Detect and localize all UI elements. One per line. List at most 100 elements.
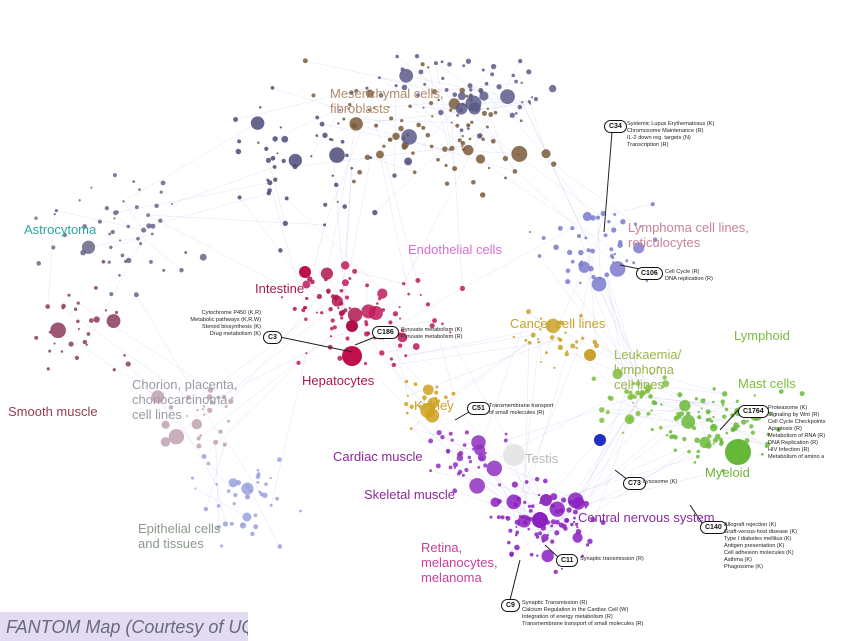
network-node xyxy=(399,68,414,83)
network-node xyxy=(538,531,543,536)
network-edge xyxy=(270,353,307,506)
callout-line: Metabolism of RNA (R) xyxy=(768,433,826,439)
network-node xyxy=(550,519,556,525)
callout-line: Graft-versus-host disease (K) xyxy=(724,529,798,535)
network-node xyxy=(550,539,555,544)
network-node xyxy=(613,252,617,256)
network-node xyxy=(498,483,502,487)
network-node xyxy=(578,249,584,256)
network-node xyxy=(464,430,469,435)
cluster-label-leukaemia: Leukaemia/ lymphoma cell lines xyxy=(614,347,682,392)
network-node xyxy=(581,554,584,558)
network-node xyxy=(658,425,663,430)
network-node xyxy=(732,425,739,431)
network-edge xyxy=(148,193,269,227)
network-node xyxy=(524,480,529,484)
network-edge xyxy=(406,75,508,97)
network-node xyxy=(609,261,626,277)
network-edge xyxy=(435,63,455,169)
network-node xyxy=(399,317,402,320)
network-node xyxy=(524,338,528,342)
network-node xyxy=(528,230,532,234)
network-node xyxy=(624,414,635,425)
network-node xyxy=(557,225,563,231)
network-node xyxy=(584,506,587,509)
network-node xyxy=(475,154,486,164)
network-node xyxy=(640,389,645,395)
network-node xyxy=(444,163,448,167)
network-node xyxy=(212,401,216,405)
network-node xyxy=(505,516,509,519)
cluster-label-epithelial: Epithelial cells and tissues xyxy=(138,521,221,551)
network-node xyxy=(471,179,476,185)
network-node xyxy=(574,340,579,344)
network-edge xyxy=(698,411,769,435)
network-edge xyxy=(393,339,561,366)
network-node xyxy=(441,76,445,80)
network-node xyxy=(519,119,523,123)
network-node xyxy=(575,522,579,526)
network-node xyxy=(523,520,528,525)
network-node xyxy=(60,350,64,353)
callout-line: IL-2 down reg. targets (N) xyxy=(627,135,691,141)
network-node xyxy=(575,346,578,350)
network-node xyxy=(159,190,163,194)
network-edge xyxy=(375,125,422,295)
network-node xyxy=(77,327,80,331)
network-edge xyxy=(115,182,270,214)
network-node xyxy=(490,72,495,77)
network-node xyxy=(462,144,474,156)
network-node xyxy=(281,158,286,164)
network-node xyxy=(673,434,678,440)
cluster-label-cancer: Cancer cell lines xyxy=(510,316,606,331)
network-edge xyxy=(582,419,630,557)
network-node xyxy=(201,408,205,411)
network-node xyxy=(337,306,340,310)
network-edge xyxy=(567,281,651,397)
network-node xyxy=(138,188,141,192)
network-node xyxy=(206,461,211,466)
network-node xyxy=(339,289,344,293)
network-node xyxy=(685,411,691,416)
network-node xyxy=(305,352,308,355)
network-node xyxy=(682,436,687,442)
network-node xyxy=(527,341,531,344)
network-node xyxy=(333,182,339,188)
network-node xyxy=(753,394,757,397)
callout-line: Systemic Lupus Erythematosus (K) xyxy=(627,121,715,127)
network-node xyxy=(388,320,393,325)
network-edge xyxy=(374,125,469,213)
network-node xyxy=(222,442,227,447)
network-node xyxy=(564,351,569,357)
network-node xyxy=(429,323,435,329)
network-node xyxy=(662,380,670,388)
network-node xyxy=(479,91,489,101)
callout-line: of small molecules (R) xyxy=(489,410,545,416)
network-node xyxy=(257,141,260,144)
callout-text-c106: Cell Cycle (R) DNA replication (R) xyxy=(665,269,713,283)
network-node xyxy=(444,88,449,92)
network-node xyxy=(258,106,262,109)
network-node xyxy=(551,161,557,167)
network-node xyxy=(88,318,94,323)
network-node xyxy=(46,367,50,371)
network-node xyxy=(441,322,444,326)
network-node xyxy=(585,543,590,547)
network-edge xyxy=(524,342,530,522)
network-node xyxy=(343,308,348,313)
network-node xyxy=(624,389,630,395)
network-node xyxy=(613,212,617,216)
network-node xyxy=(134,205,139,210)
network-node xyxy=(82,224,87,229)
feature-node xyxy=(532,512,548,528)
network-node xyxy=(555,519,560,525)
network-node xyxy=(611,256,615,260)
network-node xyxy=(724,407,729,412)
network-node xyxy=(90,186,93,189)
network-edge xyxy=(379,77,433,117)
network-node xyxy=(401,129,417,145)
callout-badge-c186: C186 xyxy=(372,326,399,339)
network-node xyxy=(541,236,546,240)
network-node xyxy=(94,285,98,290)
network-node xyxy=(545,351,548,355)
